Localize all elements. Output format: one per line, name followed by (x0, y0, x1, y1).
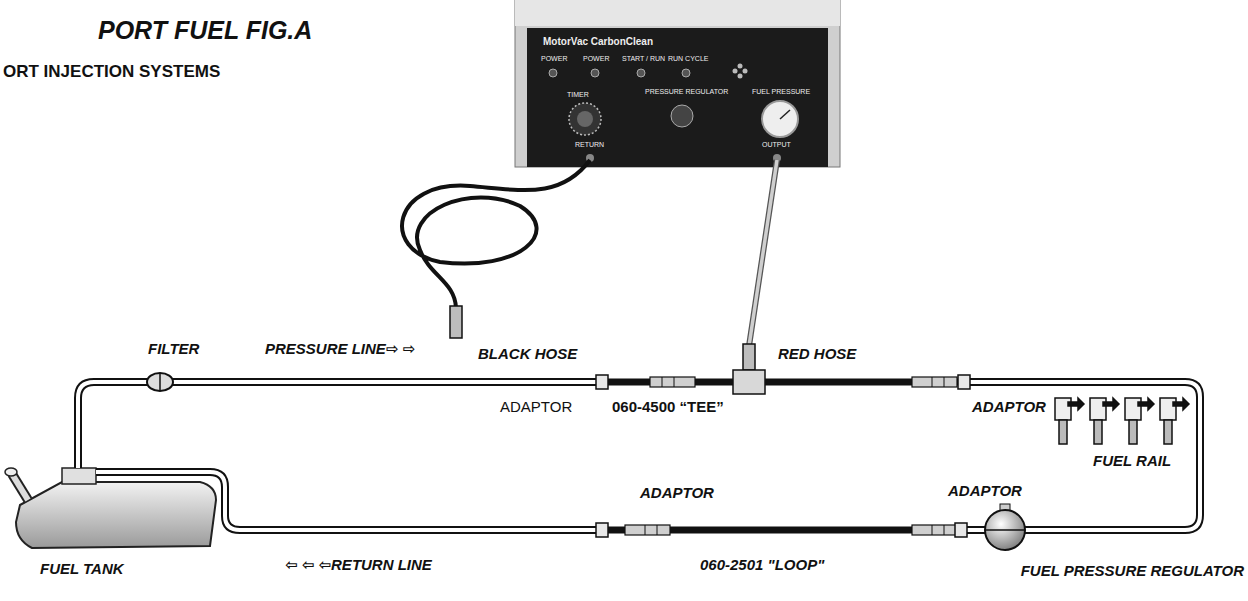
figure-title: PORT FUEL FIG.A (98, 16, 312, 45)
part-number: 060-4500 “TEE” (612, 398, 724, 415)
part-label: FUEL TANK (40, 560, 124, 577)
part-label: PRESSURE LINE⇨ ⇨ (265, 340, 415, 357)
loop-hose-assembly (596, 523, 967, 537)
fuel-injectors (1055, 398, 1189, 444)
part-label: ADAPTOR (948, 482, 1022, 499)
panel-label: FUEL PRESSURE (752, 88, 810, 96)
panel-label: RETURN (575, 141, 604, 149)
hose-fitting (450, 306, 462, 338)
part-label: FUEL RAIL (1093, 452, 1171, 469)
red-hose (749, 160, 777, 346)
panel-label: POWER (583, 55, 609, 63)
panel-label: POWER (541, 55, 567, 63)
fuel-tank (5, 468, 216, 548)
part-label: ADAPTOR (500, 398, 572, 415)
section-heading: ORT INJECTION SYSTEMS (3, 62, 220, 82)
part-label: FILTER (148, 340, 199, 357)
part-label: ADAPTOR (972, 398, 1046, 415)
part-label: RED HOSE (778, 345, 856, 362)
fuel-filter (147, 373, 173, 391)
cleaning-machine (515, 0, 840, 167)
part-number: 060-2501 "LOOP" (700, 556, 824, 573)
pressure-regulator (985, 504, 1025, 550)
panel-label: TIMER (567, 91, 589, 99)
panel-label: PRESSURE REGULATOR (645, 88, 728, 96)
part-label: FUEL PRESSURE REGULATOR (1021, 562, 1244, 579)
part-label: ADAPTOR (640, 484, 714, 501)
fuel-line (78, 382, 1200, 530)
part-label: BLACK HOSE (478, 345, 577, 362)
panel-label: RUN CYCLE (668, 55, 708, 63)
black-hose (402, 160, 590, 308)
tee-hose-assembly (596, 370, 970, 394)
panel-label: START / RUN (622, 55, 665, 63)
brand-name: MotorVac CarbonClean (543, 36, 653, 48)
hose-fitting (743, 344, 755, 370)
part-label: ⇦ ⇦ ⇦RETURN LINE (285, 556, 432, 573)
panel-label: OUTPUT (762, 141, 791, 149)
